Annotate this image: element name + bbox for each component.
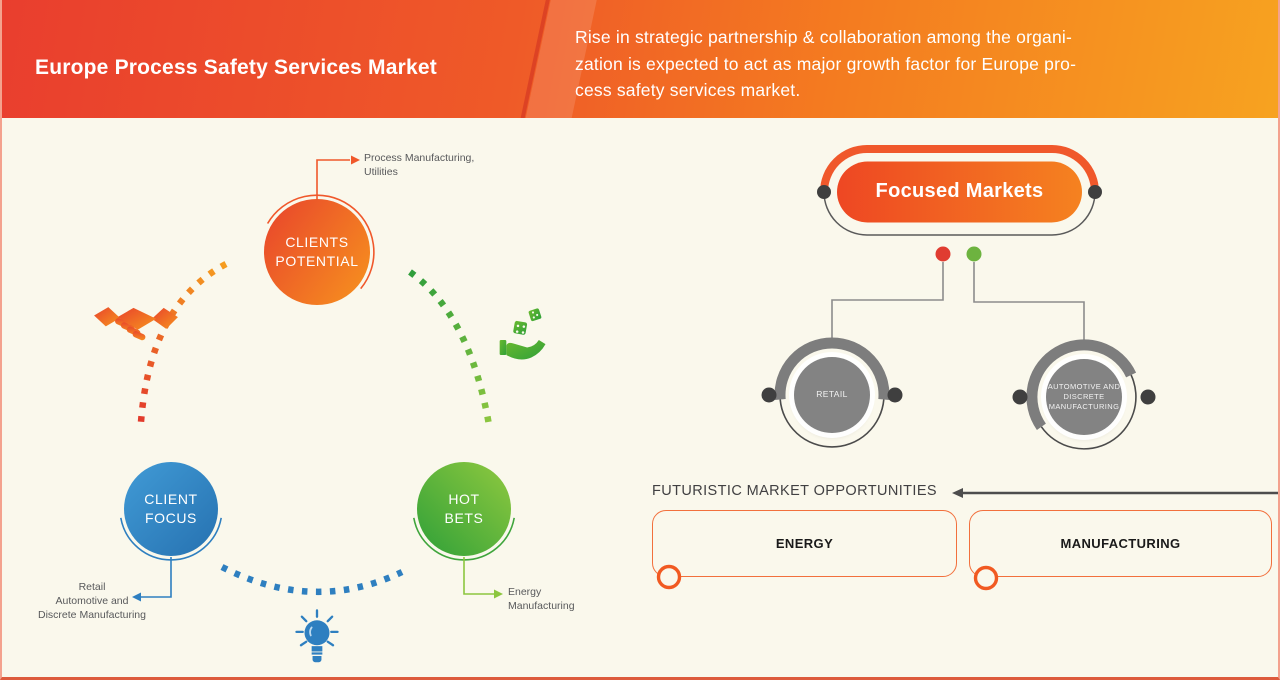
header-banner: Europe Process Safety Services Market Ri…	[2, 0, 1278, 118]
client-focus-annotation: Retail Automotive and Discrete Manufactu…	[38, 581, 146, 621]
clients-potential-connector	[316, 159, 350, 200]
energy-label: ENERGY	[775, 536, 834, 551]
hot-bets-arrowhead-icon	[494, 589, 503, 599]
client-focus-label: CLIENT FOCUS	[144, 491, 198, 526]
legend-dot-red	[935, 246, 951, 262]
automotive-node: AUTOMOTIVE AND DISCRETE MANUFACTURING	[1046, 359, 1122, 435]
hot-bets-annotation: Energy Manufacturing	[508, 586, 575, 612]
page-title: Europe Process Safety Services Market	[35, 56, 437, 79]
dotted-arc-green	[408, 269, 493, 426]
tree-connector-retail	[831, 262, 944, 341]
hot-bets-connector	[463, 557, 494, 595]
retail-label: RETAIL	[816, 389, 848, 400]
tree-connector-automotive	[973, 262, 1085, 343]
dice-in-hand-icon	[495, 305, 551, 365]
opportunities-heading: FUTURISTIC MARKET OPPORTUNITIES	[652, 483, 937, 499]
hot-bets-label: HOT BETS	[444, 491, 484, 526]
dotted-arc-blue	[220, 564, 404, 595]
client-focus-node: CLIENT FOCUS	[124, 462, 218, 556]
header-description: Rise in strategic partnership & collabor…	[575, 27, 1077, 100]
lightbulb-icon	[291, 606, 343, 672]
focused-markets-right-dot	[1088, 185, 1102, 199]
focused-markets-title: Focused Markets	[875, 180, 1044, 202]
retail-right-dot	[887, 387, 903, 403]
automotive-left-dot	[1012, 389, 1028, 405]
focused-markets-left-dot	[817, 185, 831, 199]
retail-node: RETAIL	[794, 357, 870, 433]
handshake-icon	[92, 297, 180, 349]
automotive-right-dot	[1140, 389, 1156, 405]
legend-dot-green	[966, 246, 982, 262]
manufacturing-box: MANUFACTURING	[969, 510, 1272, 577]
clients-potential-annotation: Process Manufacturing, Utilities	[364, 152, 475, 178]
clients-potential-label: CLIENTS POTENTIAL	[275, 234, 359, 269]
retail-left-dot	[761, 387, 777, 403]
energy-box: ENERGY	[652, 510, 957, 577]
clients-potential-arrowhead-icon	[351, 155, 360, 165]
manufacturing-label: MANUFACTURING	[1060, 536, 1181, 551]
automotive-label: AUTOMOTIVE AND DISCRETE MANUFACTURING	[1047, 381, 1121, 412]
hot-bets-node: HOT BETS	[417, 462, 511, 556]
opportunities-arrowhead-icon	[952, 488, 963, 498]
clients-potential-node: CLIENTS POTENTIAL	[264, 199, 370, 305]
